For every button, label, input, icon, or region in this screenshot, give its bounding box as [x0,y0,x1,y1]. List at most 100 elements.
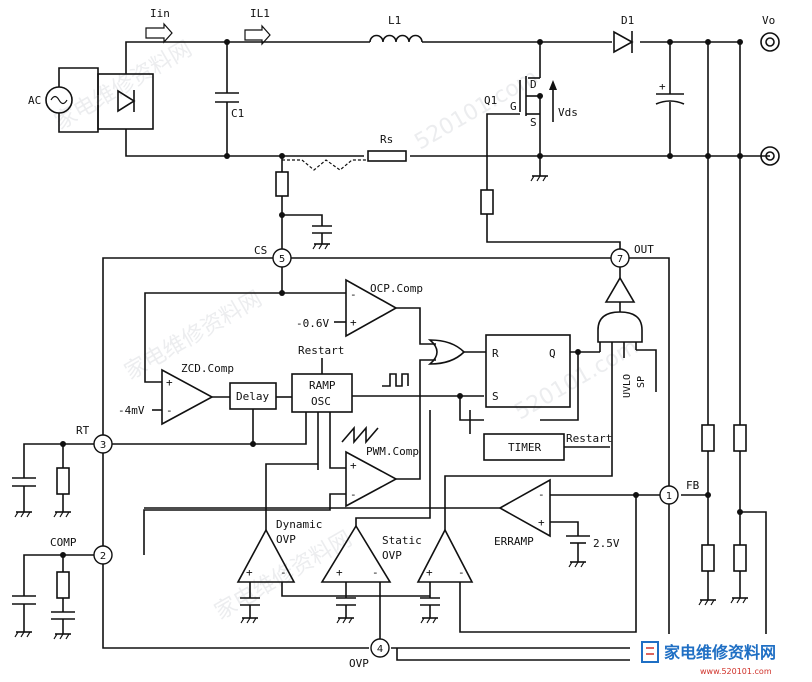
rt-resistor [56,467,70,495]
label-rs: Rs [380,133,393,146]
gate-resistor [480,189,494,215]
label-d: D [530,78,537,91]
label-s-in: S [492,390,499,403]
label-vds: Vds [558,106,578,119]
uovp-minus: - [458,566,465,579]
vo-terminal-top [760,32,780,52]
dovp-plus: + [246,566,253,579]
label-pwm-comp: PWM.Comp [366,445,419,458]
label-r: R [492,347,499,360]
label-out: OUT [634,243,654,256]
pwm-minus: - [350,488,357,501]
or-gate [427,339,486,365]
label-cs: CS [254,244,267,257]
sine-wave-icon [50,95,68,105]
erramp-plus: + [538,516,545,529]
power-stage: AC Iin C1 IL1 L1 [28,7,780,250]
label-static: Static [382,534,422,547]
uvlo-ovp: + - [416,410,637,633]
label-2-5v: 2.5V [593,537,620,550]
zcd-minus: - [166,404,173,417]
label-ovp-pin: OVP [349,657,369,670]
label-iin: Iin [150,7,170,20]
ocp-plus: + [350,316,357,329]
label-ovp-dynamic: OVP [276,533,296,546]
label-timer: TIMER [508,441,541,454]
erramp-minus: - [538,488,545,501]
ovp-resistor-bottom [733,544,747,572]
book-icon [641,641,659,663]
label-l1: L1 [388,14,401,27]
pin-5-number: 5 [279,254,285,265]
label-ovp-static: OVP [382,549,402,562]
label-rt: RT [76,424,90,437]
diode-d1-icon [613,30,634,54]
ic-pins: 5 CS 7 OUT 3 RT 2 COMP 1 FB 4 OVP [50,243,700,670]
rs-flipflop: R S Q [457,334,600,421]
cap-plus: + [659,80,666,93]
label-uvlo: UVLO [622,374,633,398]
label-g: G [510,100,517,113]
label-comp: COMP [50,536,77,549]
label-erramp: ERRAMP [494,535,534,548]
label-d1: D1 [621,14,634,27]
fb-resistor-top [701,424,715,452]
diode-icon [117,89,136,113]
pin-2-number: 2 [100,551,106,562]
vo-terminal-bottom [760,146,780,166]
label-restart-timer: Restart [566,432,612,445]
delay-block: Delay [229,382,292,447]
label-vo: Vo [762,14,775,27]
label-restart-top: Restart [298,344,344,357]
iin-arrow [145,22,173,44]
label-minus-4mv: -4mV [118,404,145,417]
pulse-waveform-icon [382,373,409,387]
pin-7-number: 7 [617,254,623,265]
label-c1: C1 [231,107,244,120]
pin-4-number: 4 [377,644,383,655]
zcd-plus: + [166,376,173,389]
label-minus-06v: -0.6V [296,317,329,330]
zcd-comparator: + - ZCD.Comp -4mV [118,292,282,426]
watermark-text-1: 家电维修资料网 [51,37,197,136]
comp-resistor [56,571,70,599]
label-sp: SP [636,376,647,388]
watermark-text-2: 520101.com [411,65,543,156]
label-ramp: RAMP [309,379,336,392]
label-s: S [530,116,537,129]
fb-resistor-bottom [701,544,715,572]
comp-external [12,552,94,640]
label-q: Q [549,347,556,360]
dovp-minus: - [280,566,287,579]
resistor-rs [367,150,407,162]
pin-1-number: 1 [666,491,672,502]
pin-3-number: 3 [100,440,106,451]
ocp-comparator: - + OCP.Comp -0.6V [279,267,436,345]
ocp-minus: - [350,288,357,301]
ovp-resistor-top [733,424,747,452]
inductor-icon [369,34,423,43]
erramp: - + ERRAMP 2.5V [144,478,660,568]
label-il1: IL1 [250,7,270,20]
label-q1: Q1 [484,94,497,107]
static-ovp: + - Static OVP [320,410,431,639]
il1-arrow [244,24,271,46]
cs-resistor [275,171,289,197]
logo-url: www.520101.com [700,667,772,676]
sovp-plus: + [336,566,343,579]
label-ac: AC [28,94,41,107]
label-osc: OSC [311,395,331,408]
ramp-waveform-icon [341,425,379,445]
timer-block: TIMER Restart [469,410,612,461]
rt-external [12,441,94,518]
label-ocp-comp: OCP.Comp [370,282,423,295]
uovp-plus: + [426,566,433,579]
sovp-minus: - [372,566,379,579]
and-gate: SP UVLO [597,267,657,410]
pwm-plus: + [350,459,357,472]
label-dynamic: Dynamic [276,518,322,531]
logo-text: 家电维修资料网 [664,643,776,662]
pwm-comparator: + - PWM.Comp [143,359,436,555]
site-logo: 家电维修资料网 www.520101.com [630,634,812,682]
